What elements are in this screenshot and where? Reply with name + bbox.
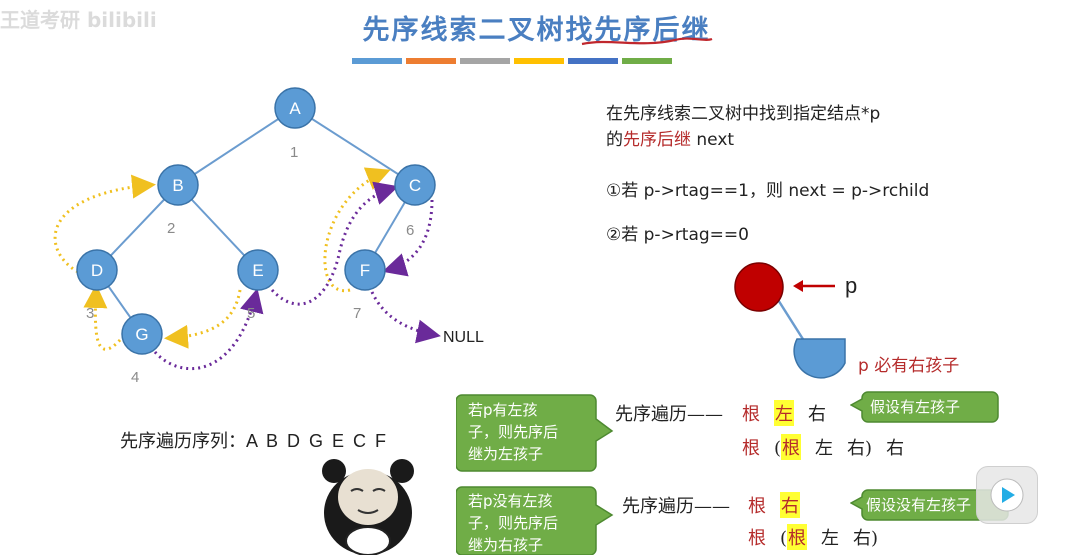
order-A: 1 [290,144,298,161]
p-note: p 必有右孩子 [858,356,960,376]
order-G: 4 [131,369,139,386]
color-strip-1 [352,58,402,64]
svg-text:B: B [172,176,183,195]
color-strip-3 [460,58,510,64]
assume-left: 假设有左孩子 [870,398,961,416]
node-G: G [121,313,163,355]
p-node [734,262,784,312]
svg-text:C: C [409,176,421,195]
preorder-sequence-value: A B D G E C F [246,431,389,451]
p-pointer-label: p [845,273,858,298]
node-C: C [394,164,436,206]
explanation-highlight: 先序后继 [623,130,691,150]
node-F: F [344,249,386,291]
watermark: 王道考研 bilibili [0,8,157,32]
color-strip-6 [622,58,672,64]
play-button[interactable] [976,466,1038,524]
trav-left-row1: 根左右 [742,400,840,426]
trav-right-row2: 根(根左右) [748,524,878,550]
trav-left-row2: 根(根左右)右 [742,434,918,460]
page-title: 先序线索二叉树找先序后继 [362,15,711,46]
svg-text:F: F [360,261,370,280]
thread-C-to-F [382,199,434,277]
assume-left-bg [850,391,999,423]
case1-text: ①若 p->rtag==1，则 next = p->rchild [606,181,930,201]
callout-no-left: 若p没有左孩 子，则先序后 继为右孩子 [468,492,559,554]
right-child-node [793,338,846,379]
play-icon [990,478,1024,512]
p-node-diagram [734,262,846,379]
panda-meme-image [322,459,414,555]
callout-has-left-bg [456,394,614,472]
thread-tree-diagram: A B C D E F G 1 2 6 3 5 7 4 NULL [53,87,484,386]
color-strip-5 [568,58,618,64]
svg-text:D: D [91,261,103,280]
order-D: 3 [86,305,94,322]
preorder-sequence-label: 先序遍历序列： [120,431,246,452]
explanation-line1: 在先序线索二叉树中找到指定结点*p [606,104,881,124]
svg-text:A: A [289,99,301,118]
node-B: B [157,164,199,206]
explanation-line2: 的先序后继 next [606,125,734,150]
node-A: A [274,87,316,129]
svg-text:G: G [135,325,148,344]
order-E: 5 [247,305,255,322]
explanation-line2-suffix: next [691,130,735,150]
preorder-sequence: 先序遍历序列：A B D G E C F [120,427,388,453]
title-underline [581,37,713,46]
explanation-line2-prefix: 的 [606,130,623,150]
order-C: 6 [406,222,414,239]
callout-has-left: 若p有左孩 子，则先序后 继为左孩子 [468,401,559,463]
trav-right-row1: 根右 [748,492,814,518]
order-F: 7 [353,305,361,322]
color-strip-2 [406,58,456,64]
tree-edges [96,107,416,335]
order-B: 2 [167,220,175,237]
thread-E-to-G [164,289,242,349]
thread-F-to-C [323,167,391,293]
assume-right: 假设没有左孩子 [866,496,972,514]
node-D: D [76,249,118,291]
case2-text: ②若 p->rtag==0 [606,225,749,245]
trav-left-label: 先序遍历—— [615,404,723,425]
null-label: NULL [443,329,484,346]
node-E: E [237,249,279,291]
svg-text:E: E [252,261,263,280]
color-strip-4 [514,58,564,64]
thread-F-to-NULL [370,291,441,344]
thread-G-to-E [153,288,264,371]
trav-right-label: 先序遍历—— [622,496,730,517]
